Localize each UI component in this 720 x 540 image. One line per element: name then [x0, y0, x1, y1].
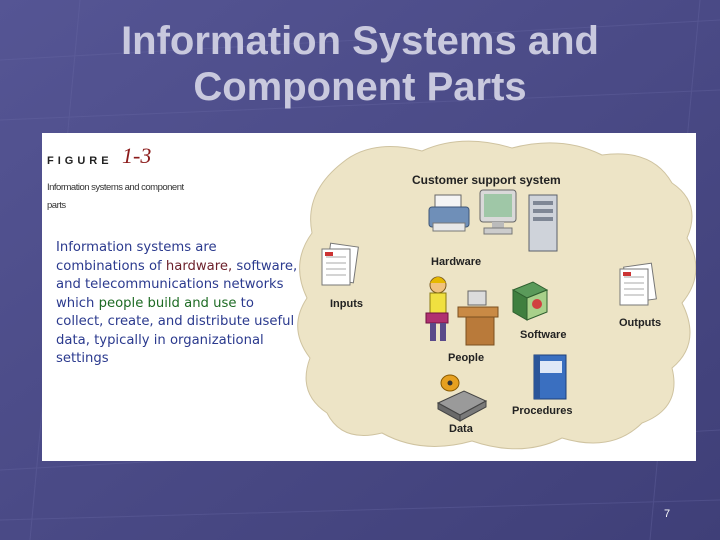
figure-caption-line-1: Information systems and component [47, 182, 184, 193]
figure-label: FIGURE [47, 155, 113, 167]
cloud-shape [297, 140, 696, 450]
server-tower-icon [528, 194, 558, 252]
customer-support-system-label: Customer support system [412, 173, 561, 187]
inputs-label: Inputs [330, 298, 363, 310]
disk-drive-icon [436, 374, 488, 422]
monitor-icon [479, 189, 517, 235]
desc-part-2: software, and telecommunications network… [56, 258, 298, 311]
procedures-label: Procedures [512, 405, 573, 417]
output-document-stack-icon [619, 262, 657, 306]
desc-hardware: hardware, [165, 258, 233, 274]
desc-part-3: to collect, create, and distribute usefu… [56, 295, 295, 367]
description-text: Information systems are combinations of … [56, 239, 301, 369]
page-number: 7 [664, 508, 671, 520]
desc-people-build: people build and use [98, 295, 237, 311]
figure-number: 1-3 [122, 143, 152, 168]
component-cloud-diagram [297, 140, 696, 450]
document-stack-icon [321, 242, 359, 286]
data-label: Data [449, 423, 473, 435]
title-line-1: Information Systems and [121, 19, 599, 63]
slide-title: Information Systems and Component Parts [0, 18, 720, 110]
desc-part-1: Information systems are combinations of [56, 240, 217, 274]
title-line-2: Component Parts [193, 65, 527, 109]
figure-caption: Information systems and component parts [47, 179, 202, 215]
outputs-label: Outputs [619, 317, 662, 329]
figure-caption-line-2: parts [47, 200, 66, 211]
person-at-desk-icon [425, 276, 499, 346]
hardware-label: Hardware [431, 256, 482, 268]
manual-binder-icon [533, 354, 567, 400]
software-box-icon [511, 281, 549, 321]
people-label: People [448, 352, 485, 364]
software-label: Software [520, 329, 567, 341]
printer-icon [428, 194, 470, 232]
figure-panel: FIGURE 1-3 Information systems and compo… [42, 133, 696, 461]
